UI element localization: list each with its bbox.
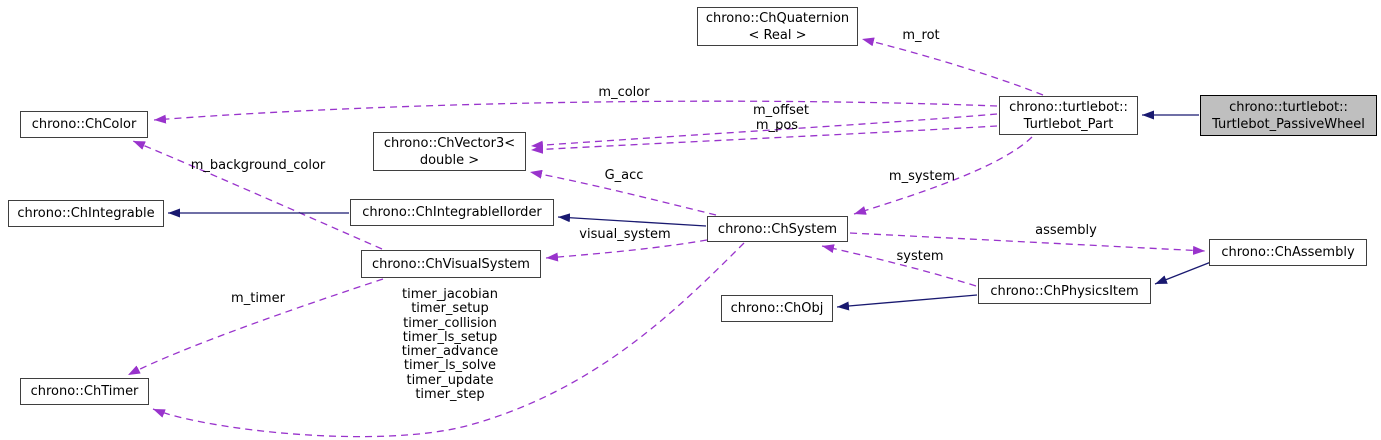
edge-inherit-physicsitem-chobj [836, 294, 978, 311]
edge-label-timer-group: timer_jacobian timer_setup timer_collisi… [401, 287, 499, 403]
class-node-turtlebot-part[interactable]: chrono::turtlebot:: Turtlebot_Part [999, 96, 1138, 135]
class-node-chobj[interactable]: chrono::ChObj [721, 295, 833, 322]
edge-m-rot [861, 37, 1044, 96]
class-node-chintegrable[interactable]: chrono::ChIntegrable [8, 200, 164, 227]
edge-inherit-chsystem-iiorder [557, 213, 707, 227]
edge-timer-group [152, 242, 745, 438]
edge-label-m-timer: m_timer [231, 291, 285, 306]
edge-visual-system [545, 239, 708, 262]
edge-m-pos [530, 125, 998, 154]
edge-m-system [853, 136, 1033, 215]
edge-label-m-rot: m_rot [902, 28, 940, 43]
class-node-chassembly[interactable]: chrono::ChAssembly [1209, 239, 1367, 266]
class-node-chvisualsystem[interactable]: chrono::ChVisualSystem [361, 250, 541, 278]
edge-label-m-background-color: m_background_color [190, 158, 326, 173]
edge-label-m-system: m_system [888, 169, 956, 184]
class-node-chsystem[interactable]: chrono::ChSystem [707, 216, 848, 242]
class-node-chvector3[interactable]: chrono::ChVector3< double > [373, 132, 526, 171]
edge-label-g-acc: G_acc [604, 168, 644, 183]
edge-assembly [849, 232, 1206, 255]
edge-label-m-offset: m_offset [753, 103, 809, 118]
edge-label-m-pos: m_pos [755, 118, 799, 133]
edge-m-timer [127, 278, 384, 376]
edge-label-visual-system: visual_system [579, 227, 671, 242]
edge-m-background-color [132, 140, 383, 250]
class-node-chphysicsitem[interactable]: chrono::ChPhysicsItem [978, 278, 1151, 304]
class-node-chcolor[interactable]: chrono::ChColor [20, 111, 148, 138]
edge-label-system: system [896, 249, 944, 264]
class-node-chquaternion[interactable]: chrono::ChQuaternion < Real > [697, 7, 858, 46]
class-node-turtlebot-passivewheel: chrono::turtlebot:: Turtlebot_PassiveWhe… [1200, 95, 1377, 136]
edge-label-assembly: assembly [1035, 223, 1097, 238]
edge-inherit-assembly-physicsitem [1154, 261, 1212, 285]
edge-label-m-color: m_color [598, 85, 650, 100]
edge-g-acc [529, 169, 717, 216]
edge-m-offset [530, 113, 998, 150]
edge-system [821, 244, 977, 287]
edge-m-color [153, 100, 998, 124]
class-node-chtimer[interactable]: chrono::ChTimer [20, 378, 149, 405]
class-node-chintegrableiiorder[interactable]: chrono::ChIntegrableIIorder [350, 199, 554, 226]
